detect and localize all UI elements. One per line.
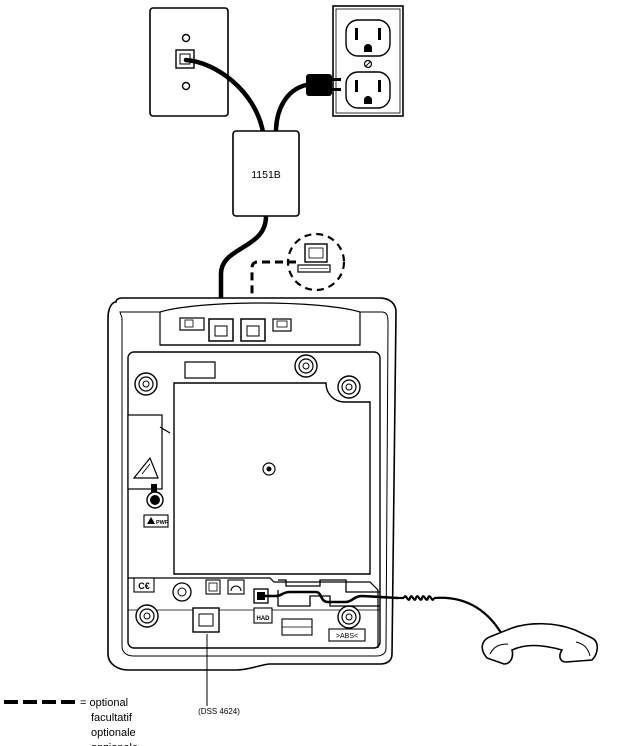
ce-mark-icon: C€	[133, 577, 155, 593]
dss-port	[192, 607, 220, 633]
screw-posts	[134, 354, 361, 629]
handset-port-icon	[205, 579, 221, 595]
telephone-base	[107, 297, 397, 671]
headset-icon	[227, 579, 245, 595]
dss-label: (DSS 4624)	[198, 707, 240, 716]
computer-icon	[297, 243, 331, 273]
pc-jack	[240, 318, 266, 342]
handset	[481, 622, 599, 665]
legend-optional: = optional	[80, 697, 128, 709]
power-icon: PWR	[143, 514, 169, 528]
power-outlet	[332, 5, 404, 117]
legend: = optional facultatif optionale opzional…	[4, 697, 138, 746]
bottom-port-icons: C€ HAD >ABS<	[133, 577, 366, 642]
svg-text:C€: C€	[138, 581, 150, 591]
pwr-label: PWR	[156, 520, 169, 526]
line-cords	[183, 57, 309, 321]
coiled-cord	[398, 595, 504, 637]
optional-pc	[250, 232, 346, 318]
abs-icon: >ABS<	[328, 628, 366, 642]
had-icon: HAD	[253, 607, 273, 624]
legend-facultatif: facultatif	[91, 712, 133, 724]
abs-label: >ABS<	[336, 633, 358, 640]
label-plate	[281, 618, 313, 636]
splitter-box: 1151B	[232, 130, 300, 217]
splitter-label: 1151B	[251, 169, 281, 181]
line-jack	[208, 318, 234, 342]
had-label: HAD	[257, 616, 271, 622]
network-port-icon	[179, 317, 205, 331]
computer-port-icon	[272, 318, 292, 332]
power-plug	[306, 74, 341, 96]
handset-cord-inner	[261, 590, 399, 604]
top-ports	[179, 317, 292, 342]
legend-optionale: optionale	[91, 727, 136, 739]
power-port: PWR	[143, 484, 169, 528]
legend-opzionale: opzionale	[91, 742, 138, 746]
